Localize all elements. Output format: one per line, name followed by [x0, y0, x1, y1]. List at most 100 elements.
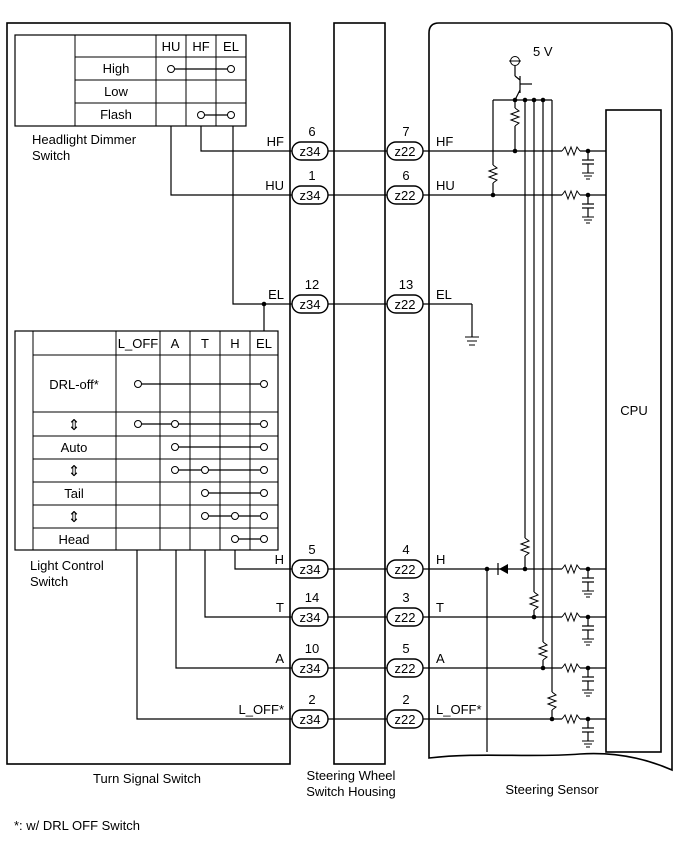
sensor-internal-wiring — [465, 97, 558, 752]
lc-header-el: EL — [256, 336, 272, 351]
wire-label-right: HF — [436, 134, 453, 149]
signal-row-t: z34 z22 14 3T T — [276, 590, 472, 627]
rc-filter-h — [472, 563, 606, 598]
lc-header-l-off: L_OFF — [118, 336, 159, 351]
connector-z22 — [386, 185, 424, 205]
supply-5v-label: 5 V — [533, 44, 553, 59]
pin-number-right: 7 — [402, 124, 409, 139]
wire-label-right: HU — [436, 178, 455, 193]
connector-z34-label: z34 — [300, 610, 321, 625]
lc-row-auto: Auto — [61, 440, 88, 455]
cpu-label: CPU — [620, 403, 647, 418]
pin-number-right: 4 — [402, 542, 409, 557]
pin-number-left: 10 — [305, 641, 319, 656]
light-control-table — [14, 330, 279, 551]
connector-z34 — [291, 141, 329, 161]
rc-filter-hu — [472, 189, 606, 224]
connector-z34 — [291, 559, 329, 579]
dimmer-header-hf: HF — [192, 39, 209, 54]
pin-number-right: 13 — [399, 277, 413, 292]
lc-row-arrow-3: ⇕ — [68, 508, 81, 526]
housing-label-line2: Switch Housing — [306, 784, 396, 799]
wire-label-right: EL — [436, 287, 452, 302]
signal-row-hf: z34 z22 6 7HF HF — [267, 124, 472, 161]
connector-z22-label: z22 — [395, 712, 416, 727]
signal-row-hu: z34 z22 1 6HU HU — [265, 168, 472, 205]
connector-z22-label: z22 — [395, 661, 416, 676]
connector-z34-label: z34 — [300, 661, 321, 676]
signal-row-a: z34 z22 10 5A A — [275, 641, 472, 678]
pin-number-right: 3 — [402, 590, 409, 605]
dimmer-name-line1: Headlight Dimmer — [32, 132, 137, 147]
turn-signal-switch-label: Turn Signal Switch — [93, 771, 201, 786]
connector-z34 — [291, 185, 329, 205]
dimmer-contacts — [167, 65, 235, 119]
connector-z22-label: z22 — [395, 188, 416, 203]
wire-label-left: EL — [268, 287, 284, 302]
dimmer-row-flash: Flash — [100, 107, 132, 122]
connector-z34 — [291, 294, 329, 314]
connector-z22-label: z22 — [395, 562, 416, 577]
dimmer-header-hu: HU — [162, 39, 181, 54]
pin-number-left: 2 — [308, 692, 315, 707]
dimmer-row-high: High — [103, 61, 130, 76]
rc-filter-t — [472, 611, 606, 646]
wire-label-left: T — [276, 600, 284, 615]
wire-label-left: H — [275, 552, 284, 567]
connector-z22 — [386, 559, 424, 579]
connector-z22 — [386, 294, 424, 314]
wire-label-left: HF — [267, 134, 284, 149]
pin-number-left: 1 — [308, 168, 315, 183]
wire-label-left: L_OFF* — [238, 702, 284, 717]
pin-number-left: 6 — [308, 124, 315, 139]
connector-z34-label: z34 — [300, 144, 321, 159]
connector-z22 — [386, 141, 424, 161]
connector-z22 — [386, 709, 424, 729]
wire-label-right: H — [436, 552, 445, 567]
connector-z34 — [291, 607, 329, 627]
connector-z22-label: z22 — [395, 610, 416, 625]
wire-label-left: HU — [265, 178, 284, 193]
pin-number-left: 14 — [305, 590, 319, 605]
wire-label-right: A — [436, 651, 445, 666]
wire-label-right: T — [436, 600, 444, 615]
dimmer-header-el: EL — [223, 39, 239, 54]
connector-z34 — [291, 709, 329, 729]
connector-z22-label: z22 — [395, 144, 416, 159]
lc-row-head: Head — [58, 532, 89, 547]
lc-row-arrow-1: ⇕ — [68, 416, 81, 434]
cpu-input-filters — [472, 145, 606, 748]
connector-z22 — [386, 658, 424, 678]
dimmer-name-line2: Switch — [32, 148, 70, 163]
lc-row-tail: Tail — [64, 486, 84, 501]
pin-number-right: 5 — [402, 641, 409, 656]
rc-filter-l-off — [472, 713, 606, 748]
pin-number-right: 2 — [402, 692, 409, 707]
connector-z22-label: z22 — [395, 297, 416, 312]
lc-row-drl-off: DRL-off* — [49, 377, 99, 392]
connector-z34-label: z34 — [300, 562, 321, 577]
supply-5v-symbol — [509, 56, 532, 101]
connector-z34-label: z34 — [300, 712, 321, 727]
pin-number-left: 5 — [308, 542, 315, 557]
connector-z22 — [386, 607, 424, 627]
lc-header-a: A — [171, 336, 180, 351]
signal-row-h: z34 z22 5 4H H — [275, 542, 472, 579]
lc-header-t: T — [201, 336, 209, 351]
dimmer-row-low: Low — [104, 84, 128, 99]
connector-z34-label: z34 — [300, 297, 321, 312]
connector-z34 — [291, 658, 329, 678]
lc-row-arrow-2: ⇕ — [68, 462, 81, 480]
lc-header-h: H — [230, 336, 239, 351]
footnote: *: w/ DRL OFF Switch — [14, 818, 140, 833]
headlight-dimmer-table — [14, 34, 247, 127]
connector-z34-label: z34 — [300, 188, 321, 203]
pin-number-right: 6 — [402, 168, 409, 183]
steering-sensor-label: Steering Sensor — [505, 782, 599, 797]
rc-filter-hf — [472, 145, 606, 180]
housing-label-line1: Steering Wheel — [307, 768, 396, 783]
wire-label-left: A — [275, 651, 284, 666]
wire-label-right: L_OFF* — [436, 702, 482, 717]
